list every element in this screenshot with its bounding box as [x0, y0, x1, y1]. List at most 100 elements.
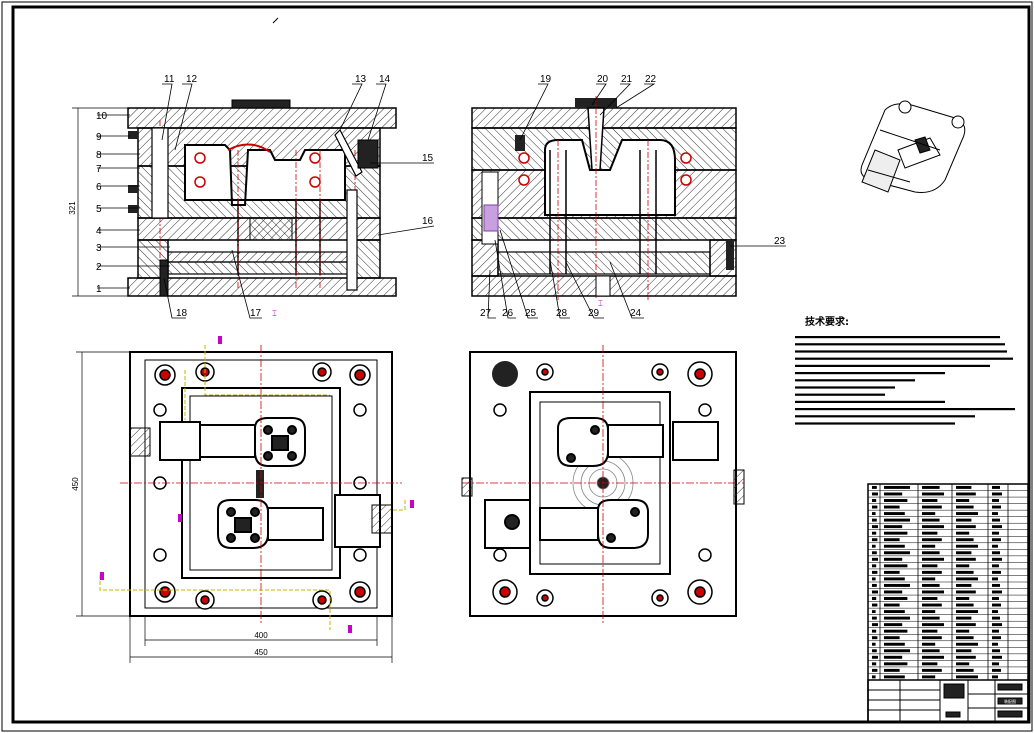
bom-cell-text	[922, 551, 940, 555]
bom-cell-text	[956, 531, 970, 535]
plan-r-guide-holes	[492, 361, 713, 607]
part-label-11: 11	[164, 74, 175, 85]
slider-block	[357, 139, 379, 169]
bom-cell-text	[922, 642, 936, 646]
plan-r-side-right	[733, 469, 745, 505]
part-label-20: 20	[597, 74, 609, 85]
bom-cell-text	[992, 655, 1002, 659]
bom-cell-text	[872, 610, 876, 614]
bom-cell-text	[872, 518, 877, 522]
fitting-6	[128, 185, 138, 193]
bom-cell-text	[956, 525, 976, 529]
bom-cell-text	[922, 655, 944, 659]
bom-cell-text	[884, 564, 908, 568]
bom-cell-text	[956, 603, 974, 607]
bom-cell-text	[884, 518, 910, 522]
spring-stack	[249, 217, 293, 241]
bom-cell-text	[884, 538, 900, 542]
r-leaders-top	[519, 83, 656, 141]
part-label-26: 26	[502, 308, 514, 319]
leader-lines-top-left	[161, 83, 387, 151]
bom-cell-text	[884, 642, 905, 646]
magenta-marker: ⌶	[272, 309, 277, 318]
bom-cell-text	[956, 616, 972, 620]
bom-cell-text	[992, 570, 1001, 574]
leader-lines-left	[97, 114, 170, 289]
bom-cell-text	[884, 610, 905, 614]
bom-cell-text	[884, 629, 908, 633]
bom-cell-text	[922, 564, 938, 568]
ejector-retainer-plate	[167, 251, 351, 263]
section-view-left: 10 9 8 7 6 5 4 3 2 1 11 12 13 14 15 16	[68, 74, 435, 319]
bom-cell-text	[992, 557, 1002, 561]
bom-cell-text	[956, 577, 978, 581]
bom-cell-text	[992, 662, 999, 666]
bom-cell-text	[956, 623, 976, 627]
bom-cell-text	[956, 642, 978, 646]
bom-cell-text	[872, 603, 878, 607]
bom-cell-text	[872, 655, 878, 659]
bom-cell-text	[956, 590, 976, 594]
plan-r-big-hole	[492, 361, 518, 387]
bom-cell-text	[992, 590, 1002, 594]
plan-l-cooling-lines	[99, 345, 406, 630]
bom-cell-text	[884, 597, 908, 600]
bom-cell-text	[922, 603, 942, 607]
tech-req-line	[795, 400, 945, 403]
bom-cell-text	[956, 662, 970, 666]
bom-cell-text	[884, 551, 910, 555]
bom-cell-text	[922, 499, 938, 502]
bom-cell-text	[992, 577, 998, 581]
bom-cell-text	[884, 603, 900, 607]
angle-pin	[334, 128, 363, 177]
part-label-10: 10	[96, 111, 108, 122]
bom-cell-text	[992, 629, 999, 633]
bom-cell-text	[956, 668, 974, 672]
height-dimension-left	[72, 107, 128, 297]
bom-cell-text	[884, 531, 908, 535]
bom-cell-text	[992, 538, 1001, 542]
r-bolt	[726, 240, 734, 270]
bom-cell-text	[922, 485, 940, 489]
bom-cell-text	[922, 649, 940, 653]
bom-cell-text	[922, 570, 942, 574]
bom-cell-text	[922, 538, 942, 542]
bom-cell-text	[956, 629, 970, 633]
part-label-6: 6	[96, 182, 102, 193]
r-ejector-rod	[595, 275, 611, 297]
bom-cell-text	[956, 485, 972, 489]
bom-cell-text	[922, 531, 938, 535]
bom-cell-text	[922, 616, 940, 620]
bom-cell-text	[884, 636, 900, 640]
bottom-clamp-plate	[127, 277, 397, 297]
part-label-27: 27	[480, 308, 492, 319]
bom-cell-text	[884, 525, 903, 529]
cooling-hole-3	[309, 152, 321, 164]
bom-cell-text	[992, 597, 999, 600]
bom-cell-text	[922, 590, 944, 594]
cooling-hole-1	[194, 152, 206, 164]
top-clamp-plate	[127, 107, 397, 129]
cavity-profile	[184, 144, 346, 206]
bom-cell-text	[992, 675, 998, 679]
part-label-15: 15	[422, 153, 434, 164]
bom-cell-text	[956, 597, 970, 600]
r-centerlines	[557, 96, 649, 300]
plan-l-centerlines	[120, 345, 402, 625]
bom-cell-text	[992, 531, 999, 535]
bom-cell-text	[922, 492, 944, 496]
corner-mark	[272, 17, 279, 24]
guide-pillar	[151, 127, 169, 219]
spacer-block-left	[137, 239, 169, 279]
bom-cell-text	[956, 610, 978, 614]
title-block-label: 装配图	[1004, 698, 1016, 704]
r-cooling-2	[518, 174, 530, 186]
dim-text-450-horizontal: 450	[254, 648, 268, 657]
bom-cell-text	[922, 675, 936, 679]
part-label-3: 3	[96, 243, 102, 254]
bom-cell-text	[884, 505, 900, 509]
bom-cell-text	[992, 583, 1000, 587]
tech-req-line	[795, 415, 975, 418]
bom-cell-text	[922, 597, 938, 600]
bom-cell-text	[992, 492, 1002, 496]
